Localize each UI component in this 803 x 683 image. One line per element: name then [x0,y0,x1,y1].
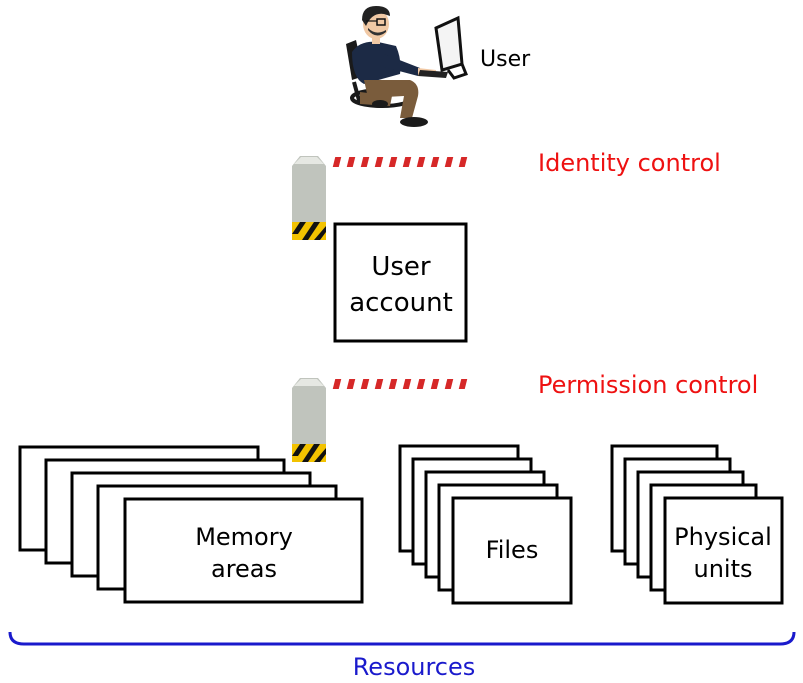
physical-units-label-line2: units [693,555,752,583]
barrier-gate-icon [292,378,470,462]
files-label: Files [486,536,539,564]
user-at-computer-icon [346,6,468,127]
memory-areas-label-line2: areas [211,555,277,583]
resources-label: Resources [353,653,476,681]
memory-areas-box [123,497,364,604]
physical-units-box [663,496,784,605]
user-account-label-line2: account [349,288,453,318]
resources-brace [8,631,796,646]
barrier-gate-icon [292,156,470,240]
memory-areas-stack [18,445,364,604]
user-label: User [480,47,531,72]
permission-control-label: Permission control [538,371,758,399]
files-box [451,496,573,605]
files-stack [398,444,573,605]
physical-units-label-line1: Physical [674,523,772,551]
memory-areas-label-line1: Memory [195,523,293,551]
barrier-arm-stripes [332,379,468,389]
user-account-box [333,222,468,343]
physical-units-stack [610,444,784,605]
user-account-label-line1: User [371,252,431,282]
identity-control-label: Identity control [538,149,721,177]
barrier-arm-stripes [332,157,468,167]
